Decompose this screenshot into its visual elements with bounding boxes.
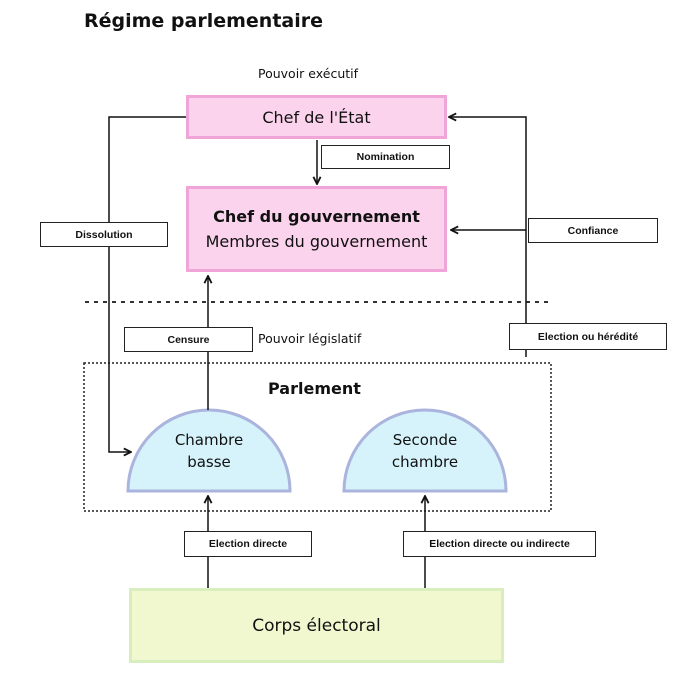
direct-election-tag: Election directe: [184, 531, 312, 557]
dissolution-arrow: [108, 116, 187, 452]
head-of-state-label: Chef de l'État: [262, 107, 371, 127]
parliament-label: Parlement: [268, 379, 361, 398]
dissolution-tag: Dissolution: [40, 222, 168, 247]
lower-chamber-line1: Chambre: [174, 431, 244, 449]
head-of-state-box: Chef de l'État: [186, 95, 447, 139]
upper-chamber-line2: chambre: [391, 453, 459, 471]
electorate-box: Corps électoral: [129, 588, 504, 663]
electorate-label: Corps électoral: [252, 615, 381, 636]
upper-chamber-label: Seconde chambre: [344, 429, 506, 473]
government-box: Chef du gouvernement Membres du gouverne…: [186, 186, 447, 272]
upper-chamber-line1: Seconde: [392, 431, 458, 449]
head-of-government-label: Chef du gouvernement: [213, 207, 420, 226]
parliament-frame: [83, 362, 552, 512]
heredity-arrow: [449, 117, 527, 357]
lower-chamber-dome: [126, 408, 292, 493]
government-members-label: Membres du gouvernement: [205, 232, 428, 251]
nomination-tag: Nomination: [321, 145, 450, 169]
indirect-election-tag: Election directe ou indirecte: [403, 531, 596, 557]
confidence-tag: Confiance: [528, 218, 658, 243]
legislative-section-label: Pouvoir législatif: [258, 331, 362, 346]
upper-chamber-dome: [342, 408, 508, 493]
lower-chamber-label: Chambre basse: [128, 429, 290, 473]
censure-tag: Censure: [124, 327, 253, 352]
page-title: Régime parlementaire: [84, 10, 324, 32]
election-heredity-tag: Election ou hérédité: [509, 323, 667, 350]
executive-section-label: Pouvoir exécutif: [258, 66, 359, 81]
lower-chamber-line2: basse: [187, 453, 231, 471]
